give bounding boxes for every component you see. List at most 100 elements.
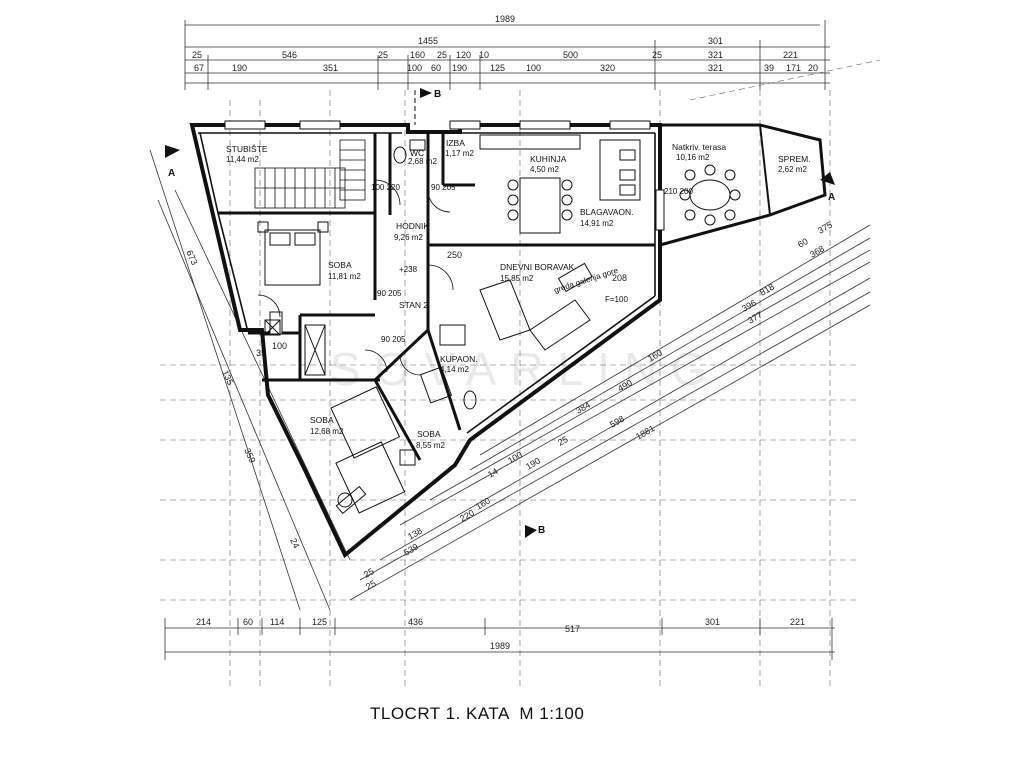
dim: 359 — [242, 447, 257, 465]
dim: 673 — [184, 249, 199, 267]
dim: 1881 — [634, 423, 656, 442]
exterior-walls — [189, 123, 827, 559]
section-b-bottom-label: B — [538, 525, 545, 536]
dim: 301 — [705, 617, 720, 627]
room-area: 2,62 m2 — [778, 165, 807, 174]
level-label: +238 — [399, 265, 418, 274]
dim: 25 — [652, 50, 662, 60]
dim: 138 — [406, 526, 424, 542]
room-area: 15,85 m2 — [500, 274, 534, 283]
dim: 25 — [192, 50, 202, 60]
section-markers: A A B B — [165, 88, 835, 538]
top-dim-total: 1989 — [495, 14, 515, 24]
room-name: SOBA — [310, 415, 334, 425]
dim: 60 — [431, 63, 441, 73]
dim: 500 — [563, 50, 578, 60]
dim-label: 250 — [447, 250, 462, 260]
dim: 351 — [323, 63, 338, 73]
dim: 321 — [708, 50, 723, 60]
bottom-dims-row1: 214 60 114 125 436 517 301 221 — [196, 617, 805, 634]
dim: 10 — [479, 50, 489, 60]
room-area: 8,55 m2 — [416, 441, 445, 450]
dim: 160 — [474, 496, 492, 512]
dim: 60 — [796, 236, 810, 250]
dim: 14 — [486, 466, 500, 480]
apartment-label: STAN 2 — [399, 300, 428, 310]
dim: 818 — [758, 282, 776, 298]
section-a-left-label: A — [168, 168, 175, 179]
staircase — [254, 139, 366, 209]
room-name: HODNIK — [396, 221, 429, 231]
dim: 190 — [232, 63, 247, 73]
drawing-title: TLOCRT 1. KATA M 1:100 — [370, 704, 585, 723]
room-area: 4,14 m2 — [440, 365, 469, 374]
dim: 301 — [708, 36, 723, 46]
dim: 25 — [362, 566, 376, 580]
dim: 20 — [808, 63, 818, 73]
dim: 221 — [783, 50, 798, 60]
door-label: 90 205 — [377, 289, 402, 298]
door-label: 100 220 — [371, 183, 400, 192]
dim: 35 — [256, 348, 266, 358]
dim: 221 — [790, 617, 805, 627]
room-area: 9,26 m2 — [394, 233, 423, 242]
room-labels: STUBIŠTE 11,44 m2 WC 2,68 m2 IZBA 1,17 m… — [226, 138, 811, 450]
dim-label: 208 — [612, 273, 627, 283]
furniture — [257, 134, 741, 514]
section-a-left-arrow — [165, 145, 180, 158]
room-name: Natkriv. terasa — [672, 142, 726, 152]
dim: 100 — [272, 341, 287, 351]
room-area: 2,68 m2 — [408, 157, 437, 166]
dim: 171 — [786, 63, 801, 73]
dim: 220 — [458, 508, 476, 524]
dim: 25 — [378, 50, 388, 60]
top-dimension-lines — [184, 20, 830, 90]
room-name: IZBA — [446, 138, 465, 148]
door-swings — [257, 179, 454, 376]
section-b-bottom-arrow — [525, 525, 537, 538]
top-dims-row3: 25 546 25 160 25 120 10 500 25 321 — [192, 50, 723, 60]
bottom-dim-total: 1989 — [490, 641, 510, 651]
room-name: KUHINJA — [530, 154, 567, 164]
dim: 375 — [816, 220, 834, 236]
room-name: BLAGAVAON. — [580, 207, 634, 217]
dim: 100 — [526, 63, 541, 73]
dim: 436 — [408, 617, 423, 627]
dim: 135 — [220, 369, 235, 387]
dim: 24 — [288, 537, 301, 550]
dim: 125 — [490, 63, 505, 73]
dim: 100 — [407, 63, 422, 73]
dim: 598 — [608, 414, 626, 430]
diagonal-dimension-lines — [149, 149, 871, 611]
room-area: 11,44 m2 — [226, 155, 259, 164]
room-area: 14,91 m2 — [580, 219, 614, 228]
dim: 190 — [524, 456, 542, 472]
room-name: SPREM. — [778, 154, 811, 164]
section-b-top-arrow — [420, 88, 432, 98]
dim: 125 — [312, 617, 327, 627]
top-dims-row2: 1455 301 221 — [418, 36, 798, 60]
interior-walls — [218, 133, 655, 461]
dim: 114 — [270, 617, 284, 627]
section-b-top-label: B — [434, 89, 441, 100]
dim: 546 — [282, 50, 297, 60]
room-name: STUBIŠTE — [226, 144, 268, 154]
dim: 25 — [556, 434, 570, 448]
dim: 320 — [600, 63, 615, 73]
room-area: 4,50 m2 — [530, 165, 559, 174]
top-dims-row4: 67 190 351 100 60 190 125 100 320 321 39… — [194, 63, 818, 73]
room-name: DNEVNI BORAVAK — [500, 262, 575, 272]
dim: 120 — [456, 50, 471, 60]
dim-label: F=100 — [605, 295, 628, 304]
dim: 368 — [808, 244, 826, 260]
room-name: SOBA — [417, 429, 441, 439]
room-area: 11,81 m2 — [328, 272, 361, 281]
dim: 25 — [364, 578, 378, 592]
bottom-dimension-lines — [164, 618, 835, 660]
dim: 25 — [437, 50, 447, 60]
dim: 384 — [574, 400, 592, 416]
room-area: 10,16 m2 — [676, 153, 710, 162]
dim: 67 — [194, 63, 204, 73]
door-label: 90 205 — [431, 183, 456, 192]
